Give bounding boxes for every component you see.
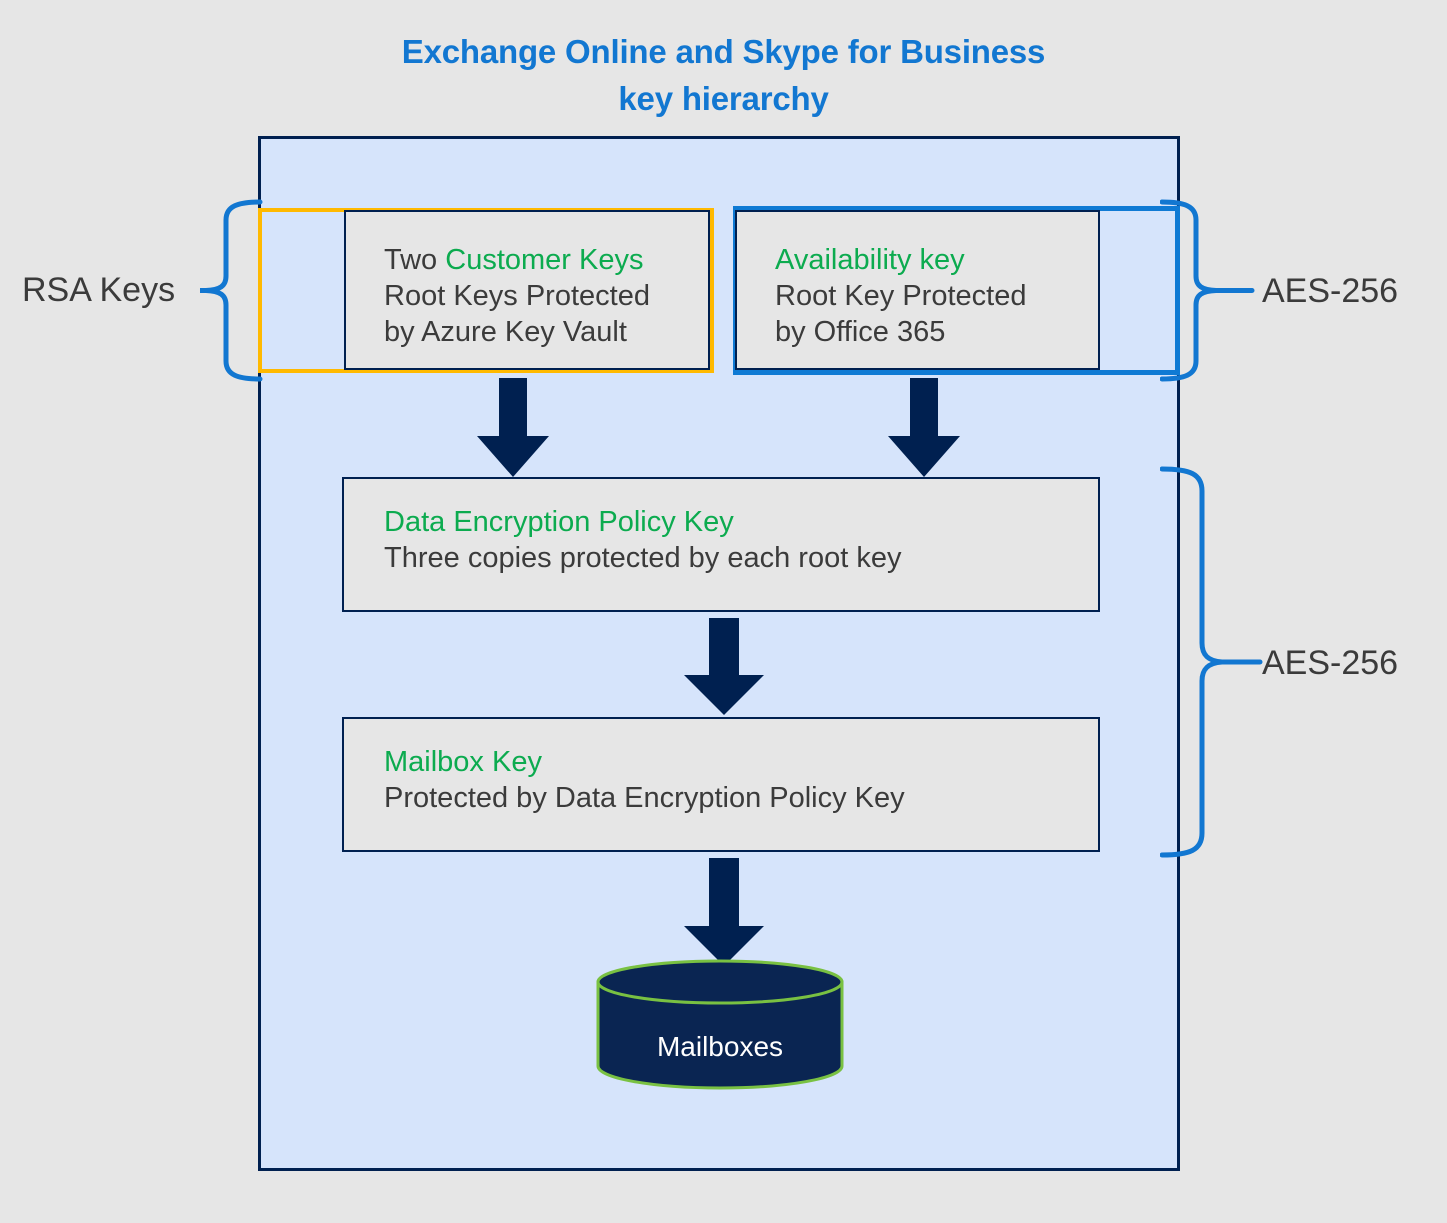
data-encryption-policy-key-box: Data Encryption Policy Key Three copies … — [342, 477, 1100, 612]
title-line-2: key hierarchy — [618, 80, 829, 117]
customer-keys-prefix: Two — [384, 244, 446, 276]
mailbox-key-line2: Protected by Data Encryption Policy Key — [384, 782, 905, 814]
mailbox-key-text: Mailbox Key Protected by Data Encryption… — [384, 744, 905, 816]
page-title: Exchange Online and Skype for Business k… — [0, 28, 1447, 122]
mailboxes-datastore-icon — [596, 959, 844, 1090]
mailbox-key-box: Mailbox Key Protected by Data Encryption… — [342, 717, 1100, 852]
customer-keys-heading: Two Customer Keys — [384, 242, 650, 278]
availability-key-box: Availability key Root Key Protected by O… — [735, 210, 1100, 370]
availability-key-text: Availability key Root Key Protected by O… — [775, 242, 1026, 350]
rsa-keys-label: RSA Keys — [22, 271, 176, 309]
availability-key-line2: Root Key Protected — [775, 280, 1027, 312]
mailbox-key-highlight: Mailbox Key — [384, 746, 542, 778]
mailboxes-label: Mailboxes — [656, 1031, 784, 1062]
aes-256-bottom-brace — [1160, 466, 1263, 858]
aes-256-bottom-label: AES-256 — [1262, 644, 1399, 682]
customer-keys-highlight: Customer Keys — [445, 244, 644, 276]
customer-keys-text: Two Customer Keys Root Keys Protected by… — [384, 242, 650, 350]
aes-256-top-label: AES-256 — [1262, 272, 1399, 310]
dep-key-line2: Three copies protected by each root key — [384, 542, 902, 574]
customer-keys-line2: Root Keys Protected — [384, 280, 650, 312]
customer-keys-line3: by Azure Key Vault — [384, 316, 627, 348]
arrow-mailbox-key-to-mailboxes — [684, 858, 764, 966]
dep-key-text: Data Encryption Policy Key Three copies … — [384, 504, 901, 576]
arrow-availability-key-to-dep-key — [888, 378, 960, 477]
rsa-keys-brace — [200, 199, 263, 382]
arrow-dep-key-to-mailbox-key — [684, 618, 764, 715]
aes-256-top-brace — [1160, 199, 1255, 382]
availability-key-line3: by Office 365 — [775, 316, 946, 348]
title-line-1: Exchange Online and Skype for Business — [401, 33, 1046, 70]
customer-keys-box: Two Customer Keys Root Keys Protected by… — [344, 210, 710, 370]
dep-key-highlight: Data Encryption Policy Key — [384, 506, 734, 538]
arrow-customer-keys-to-dep-key — [477, 378, 549, 477]
availability-key-highlight: Availability key — [775, 244, 965, 276]
